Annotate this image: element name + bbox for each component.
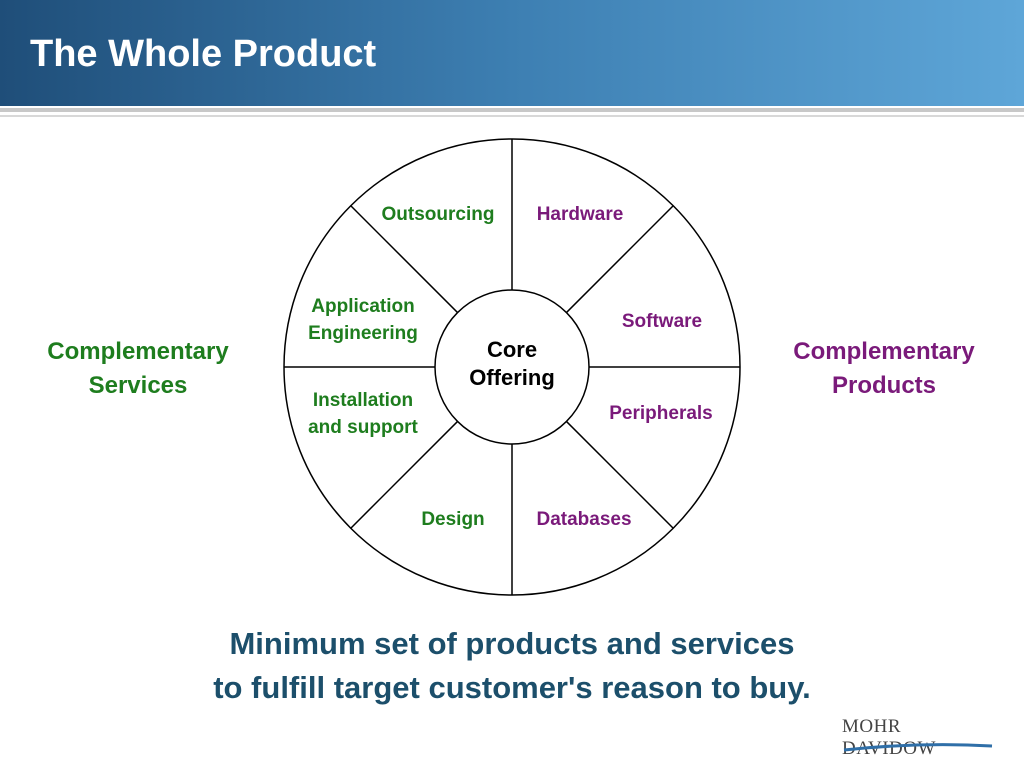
segment-label-software: Software [622,311,702,332]
products-line-2: Products [831,372,936,399]
segment-labels: Outsourcing HardwareApplicationEngineerin… [308,204,713,530]
products-line-1: Complementary [793,338,975,365]
services-line-1: Complementary [47,338,229,365]
spoke-7 [350,205,459,314]
complementary-services-label: Complementary Services [20,335,256,403]
tagline-line-1: Minimum set of products and services [229,626,795,661]
segment-label-design: Design [421,509,484,530]
logo-swoosh [843,743,993,752]
divider-rule [0,108,1024,112]
tagline-line-2: to fulfill target customer's reason to b… [213,670,811,705]
segment-label-application: Application [311,296,414,317]
segment-label-databases: Databases [536,509,631,530]
divider-rule-thin [0,115,1024,117]
spoke-1 [565,205,674,314]
segment-label-hardware: Hardware [537,204,624,225]
core-label-line-2: Offering [469,365,555,390]
segment-label-and-support: and support [308,417,418,438]
core-label-line-1: Core [487,337,537,362]
wheel-spokes [284,139,740,595]
services-line-2: Services [88,372,188,399]
title-bar: The Whole Product [0,0,1024,106]
tagline: Minimum set of products and services to … [112,622,912,710]
spoke-5 [350,420,459,529]
segment-label-peripherals: Peripherals [609,403,713,424]
segment-label-engineering: Engineering [308,323,418,344]
mohr-davidow-logo: MOHR DAVIDOW [842,716,936,759]
segment-label-installation: Installation [313,390,413,411]
core-circle [434,289,590,445]
spoke-3 [565,420,674,529]
complementary-products-label: Complementary Products [766,335,1002,403]
slide-title: The Whole Product [30,33,377,75]
segment-label-outsourcing: Outsourcing [382,204,495,225]
